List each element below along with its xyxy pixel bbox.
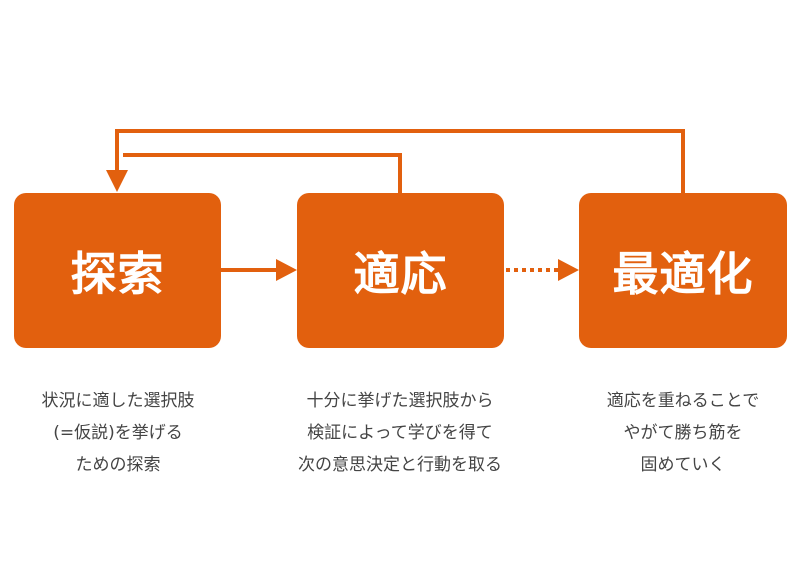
description-line: ための探索 — [75, 455, 161, 475]
description-line: やがて勝ち筋を — [623, 423, 743, 443]
description-line: (=仮説)を挙げる — [53, 423, 183, 443]
stage-box-explore: 探索 — [14, 193, 221, 348]
stage-title-explore: 探索 — [70, 246, 165, 301]
loop-arrow-optimize-to-explore — [115, 129, 685, 193]
stage-title-optimize: 最適化 — [612, 246, 754, 301]
description-line: 十分に挙げた選択肢から — [306, 391, 494, 411]
stage-box-adapt: 適応 — [297, 193, 504, 348]
stage-description-adapt: 十分に挙げた選択肢から 検証によって学びを得て 次の意思決定と行動を取る — [270, 385, 530, 481]
loop-arrowhead-icon — [106, 170, 128, 192]
arrowhead-adapt-to-optimize-icon — [558, 259, 579, 281]
description-line: 状況に適した選択肢 — [41, 391, 195, 411]
stage-box-optimize: 最適化 — [579, 193, 787, 348]
arrowhead-explore-to-adapt-icon — [276, 259, 297, 281]
description-line: 次の意思決定と行動を取る — [298, 455, 502, 475]
stage-description-explore: 状況に適した選択肢 (=仮説)を挙げる ための探索 — [0, 385, 248, 481]
loop-arrow-adapt-to-explore — [123, 153, 402, 193]
stage-description-optimize: 適応を重ねることで やがて勝ち筋を 固めていく — [553, 385, 800, 481]
stage-title-adapt: 適応 — [353, 246, 448, 301]
description-line: 検証によって学びを得て — [307, 423, 493, 443]
description-line: 適応を重ねることで — [606, 391, 760, 411]
description-line: 固めていく — [640, 455, 726, 475]
